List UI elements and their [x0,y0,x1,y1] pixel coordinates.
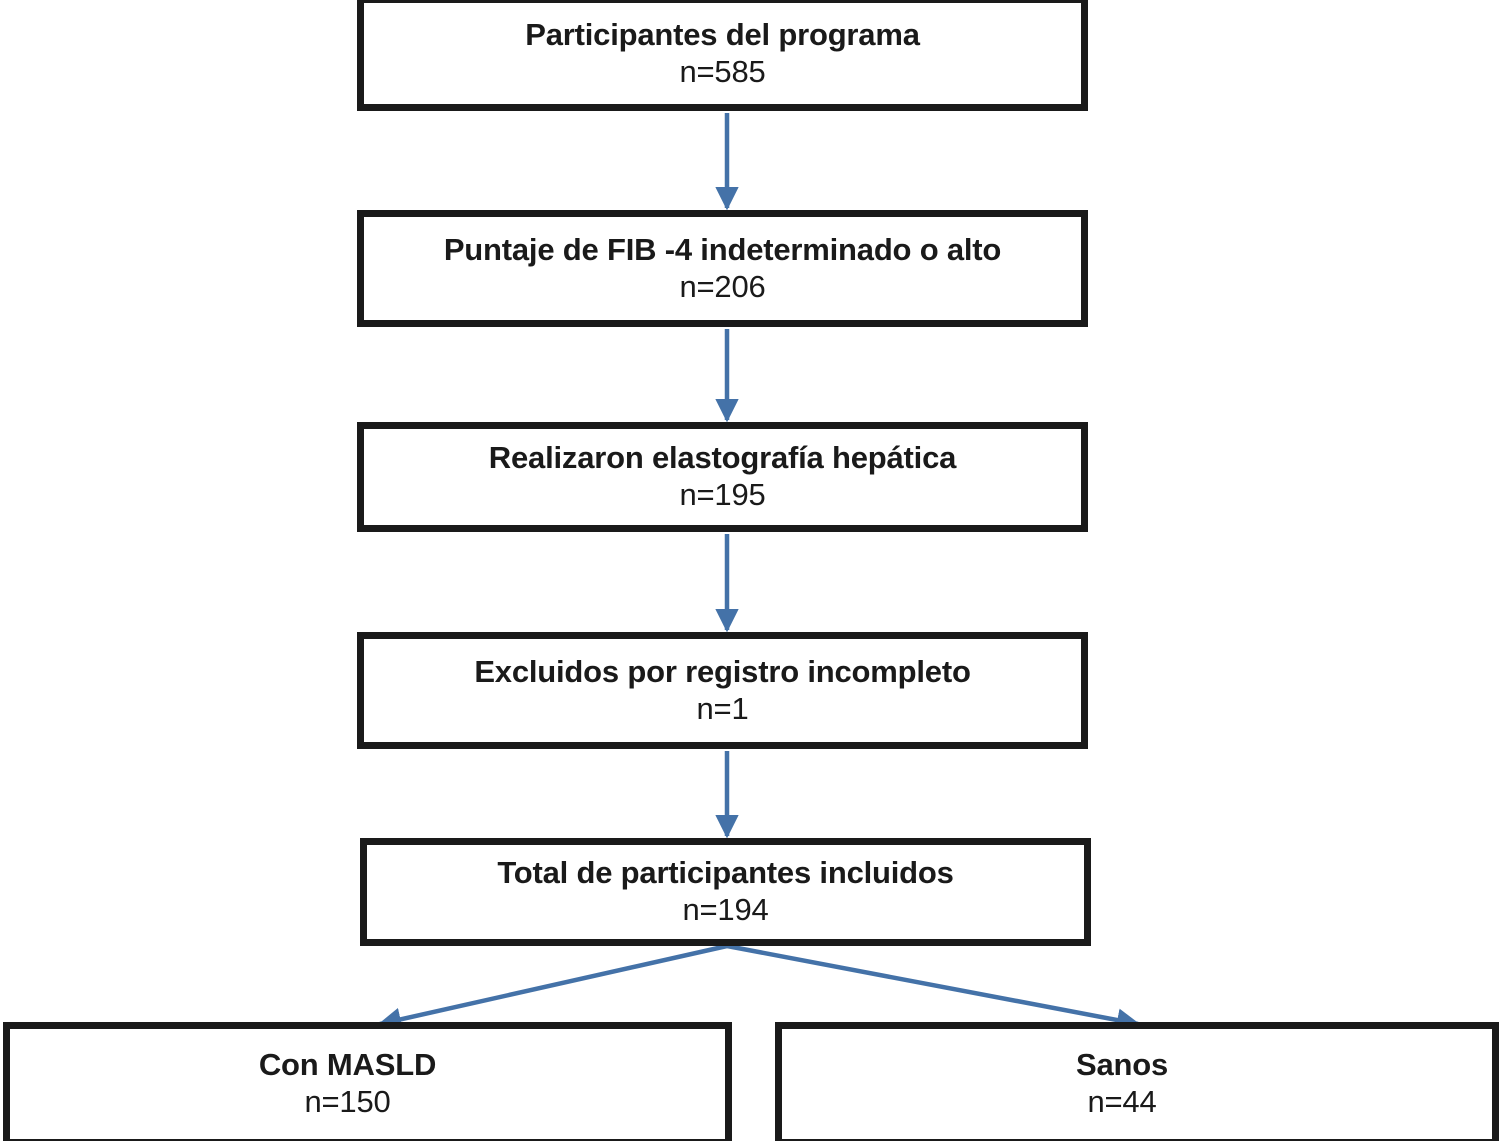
node-count: n=1 [696,690,749,726]
node-excluidos-registro-incompleto: Excluidos por registro incompleto n=1 [357,632,1088,749]
node-count: n=194 [682,892,769,927]
node-count: n=44 [1087,1084,1157,1119]
node-realizaron-elastografia: Realizaron elastografía hepática n=195 [357,422,1088,532]
node-title: Puntaje de FIB -4 indeterminado o alto [443,231,1002,267]
node-count: n=195 [679,477,766,512]
node-participantes-del-programa: Participantes del programa n=585 [357,0,1088,111]
node-count: n=206 [679,268,766,304]
connector-total-to-sanos [726,943,1141,1032]
node-count: n=150 [304,1084,391,1119]
node-title: Total de participantes incluidos [497,855,954,891]
node-title: Participantes del programa [525,16,920,52]
node-title: Sanos [1075,1047,1169,1083]
node-text-block: Sanos n=44 [1076,1047,1168,1120]
node-count: n=585 [679,53,766,89]
node-total-participantes-incluidos: Total de participantes incluidos n=194 [360,838,1091,946]
node-sanos: Sanos n=44 [775,1022,1499,1141]
node-con-masld: Con MASLD n=150 [3,1022,732,1141]
node-title: Con MASLD [258,1047,437,1083]
node-text-block: Con MASLD n=150 [259,1047,436,1120]
node-title: Excluidos por registro incompleto [474,653,971,689]
node-title: Realizaron elastografía hepática [488,440,957,476]
node-puntaje-fib4: Puntaje de FIB -4 indeterminado o alto n… [357,210,1088,327]
connector-total-to-masld [377,943,728,1031]
